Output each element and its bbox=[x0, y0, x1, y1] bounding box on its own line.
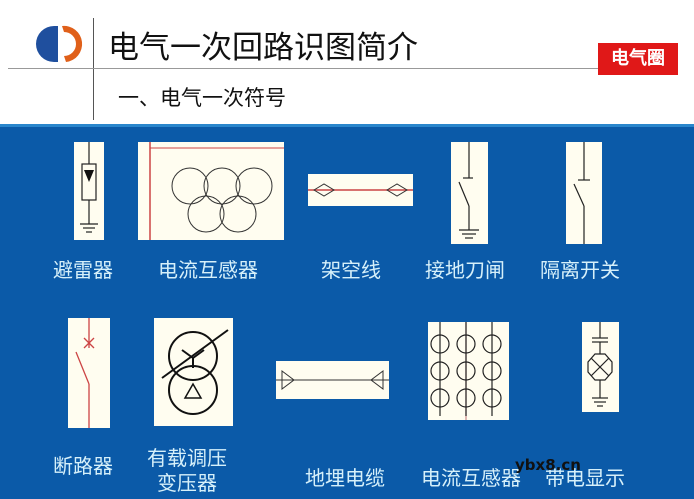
label-grounding-switch: 接地刀闸 bbox=[425, 258, 505, 282]
live-indicator-symbol bbox=[582, 322, 619, 412]
label-circuit-breaker: 断路器 bbox=[53, 454, 113, 478]
overhead-line-symbol bbox=[308, 174, 413, 206]
label-overhead-line: 架空线 bbox=[321, 258, 381, 282]
label-buried-cable: 地埋电缆 bbox=[305, 466, 385, 490]
circuit-breaker-symbol bbox=[68, 318, 110, 428]
on-load-tap-transformer-symbol bbox=[154, 318, 233, 426]
label-surge-arrester: 避雷器 bbox=[53, 258, 113, 282]
brand-badge: 电气圈 bbox=[598, 43, 678, 75]
current-transformer-symbol bbox=[138, 142, 284, 240]
disconnector-symbol bbox=[566, 142, 602, 244]
current-transformer-array-symbol bbox=[428, 322, 509, 420]
label-disconnector: 隔离开关 bbox=[540, 258, 620, 282]
watermark: ybx8.cn bbox=[515, 456, 581, 474]
buried-cable-symbol bbox=[276, 361, 389, 399]
label-live-indicator: 带电显示 bbox=[545, 466, 625, 490]
grounding-switch-symbol bbox=[451, 142, 488, 244]
logo bbox=[36, 25, 83, 63]
label-on-load-tap-line1: 有载调压 bbox=[147, 446, 227, 470]
section-subtitle: 一、电气一次符号 bbox=[118, 86, 286, 110]
header-divider-horizontal bbox=[8, 68, 598, 69]
header-divider-vertical bbox=[93, 18, 94, 120]
label-current-transformer-2: 电流互感器 bbox=[421, 466, 521, 490]
label-current-transformer: 电流互感器 bbox=[158, 258, 258, 282]
page-title: 电气一次回路识图简介 bbox=[108, 30, 418, 66]
label-on-load-tap-line2: 变压器 bbox=[157, 471, 217, 495]
surge-arrester-symbol bbox=[74, 142, 104, 240]
